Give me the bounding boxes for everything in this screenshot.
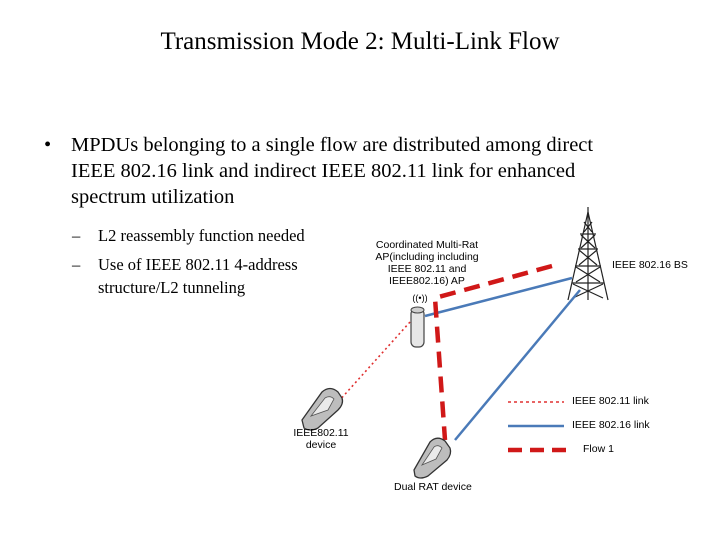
wifi-device-label-line: device <box>305 439 337 451</box>
ieee-80216-link-bs-dual <box>454 289 581 441</box>
bullet-marker: • <box>44 134 52 156</box>
ap-label-line: IEEE802.16) AP <box>389 275 465 287</box>
legend-label-flow: Flow 1 <box>583 443 614 455</box>
sub-bullet-text: Use of IEEE 802.11 4-address structure/L… <box>98 255 298 297</box>
wifi-device-icon <box>301 387 344 431</box>
ap-label-line: IEEE 802.11 and <box>387 263 467 275</box>
bullet-text: MPDUs belonging to a single flow are dis… <box>71 134 594 208</box>
ieee-80216-link-ap-bs <box>424 276 573 318</box>
ap-label-line: Coordinated Multi-Rat <box>375 239 479 251</box>
wifi-device-label: IEEE802.11 device <box>285 427 357 451</box>
wifi-device-label-line: IEEE802.11 <box>293 427 349 439</box>
ap-device-icon <box>410 306 425 348</box>
ap-signal-symbol: ((•)) <box>412 293 428 303</box>
legend-label-80211: IEEE 802.11 link <box>572 395 649 407</box>
legend-label-80216: IEEE 802.16 link <box>572 419 650 431</box>
ap-label: Coordinated Multi-Rat AP(including inclu… <box>367 239 487 287</box>
dual-rat-device-icon <box>413 437 452 479</box>
dual-device-label: Dual RAT device <box>394 481 472 493</box>
bs-tower-icon <box>567 207 609 301</box>
ieee-80211-link-ap-wifi <box>337 321 411 403</box>
flow-1-path <box>432 263 553 441</box>
sub-bullet-text: L2 reassembly function needed <box>98 226 305 245</box>
sub-bullet-marker: – <box>72 255 81 274</box>
bs-label: IEEE 802.16 BS <box>612 259 688 271</box>
slide-title: Transmission Mode 2: Multi-Link Flow <box>160 28 560 55</box>
sub-bullet-marker: – <box>72 226 81 245</box>
ap-label-line: AP(including including <box>375 251 479 263</box>
